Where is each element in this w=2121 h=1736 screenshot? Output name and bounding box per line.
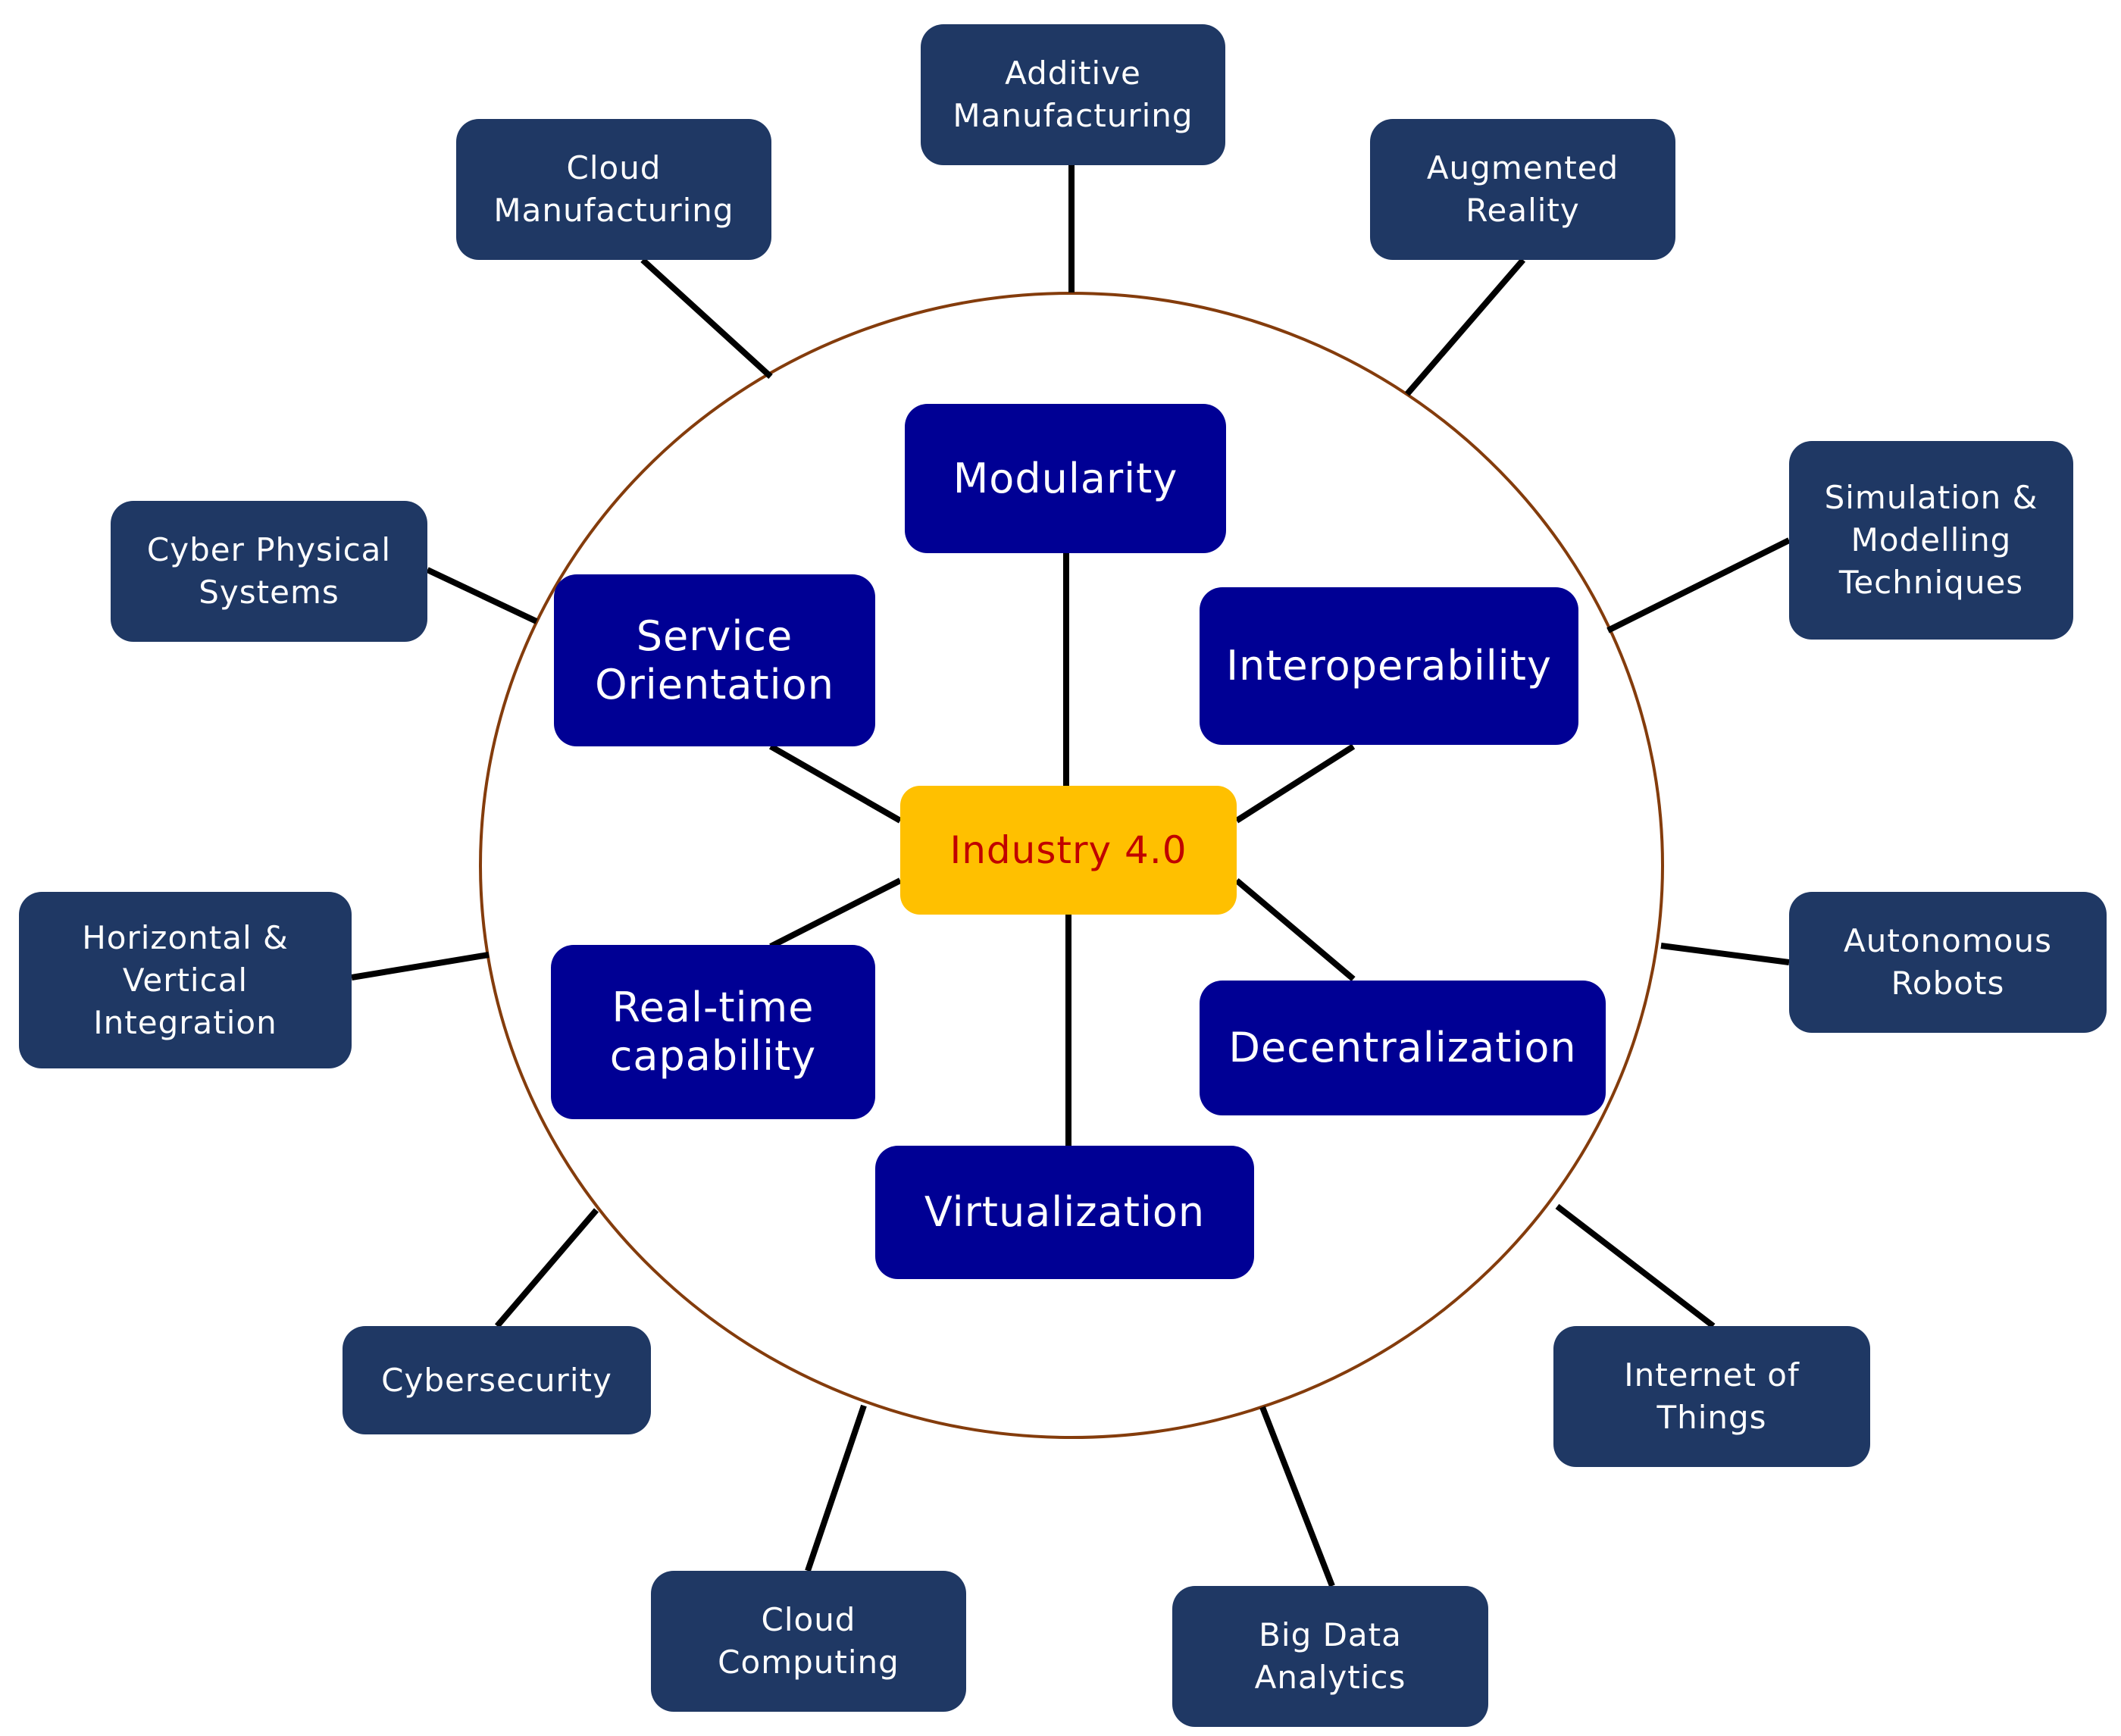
connector-cloud-manufacturing [640, 258, 773, 379]
tech-node-augmented-reality: Augmented Reality [1370, 119, 1675, 260]
tech-node-cloud-computing: Cloud Computing [651, 1571, 966, 1712]
center-node-industry-4-0: Industry 4.0 [900, 786, 1237, 915]
connector-internet-of-things [1555, 1203, 1716, 1329]
connector-autonomous-robots [1660, 943, 1790, 965]
principle-node-virtualization: Virtualization [875, 1146, 1254, 1279]
principles-circle [479, 292, 1664, 1439]
connector-cloud-computing [805, 1404, 867, 1572]
connector-cyber-physical-systems [426, 567, 538, 624]
principle-node-modularity: Modularity [905, 404, 1226, 553]
connector-real-time-capability [769, 877, 902, 949]
principle-node-service-orientation: Service Orientation [554, 574, 875, 746]
tech-node-cybersecurity: Cybersecurity [343, 1326, 651, 1434]
tech-node-cloud-manufacturing: Cloud Manufacturing [456, 119, 771, 260]
connector-big-data-analytics [1259, 1406, 1335, 1587]
tech-node-internet-of-things: Internet of Things [1553, 1326, 1870, 1467]
connector-service-orientation [769, 743, 902, 824]
principle-node-real-time-capability: Real-time capability [551, 945, 875, 1119]
connector-horizontal-vertical-integration [351, 952, 490, 981]
tech-node-big-data-analytics: Big Data Analytics [1172, 1586, 1488, 1727]
connector-decentralization [1234, 877, 1356, 982]
principle-node-interoperability: Interoperability [1200, 587, 1578, 745]
connector-interoperability [1234, 743, 1356, 824]
tech-node-cyber-physical-systems: Cyber Physical Systems [111, 501, 427, 642]
connector-simulation-modelling [1606, 537, 1791, 633]
principle-node-decentralization: Decentralization [1200, 981, 1606, 1115]
tech-node-simulation-modelling-techniques: Simulation & Modelling Techniques [1789, 441, 2073, 640]
tech-node-autonomous-robots: Autonomous Robots [1789, 892, 2107, 1033]
tech-node-additive-manufacturing: Additive Manufacturing [921, 24, 1225, 165]
connector-cybersecurity [494, 1208, 599, 1328]
connector-augmented-reality [1404, 258, 1526, 396]
tech-node-horizontal-vertical-integration: Horizontal & Vertical Integration [19, 892, 352, 1068]
